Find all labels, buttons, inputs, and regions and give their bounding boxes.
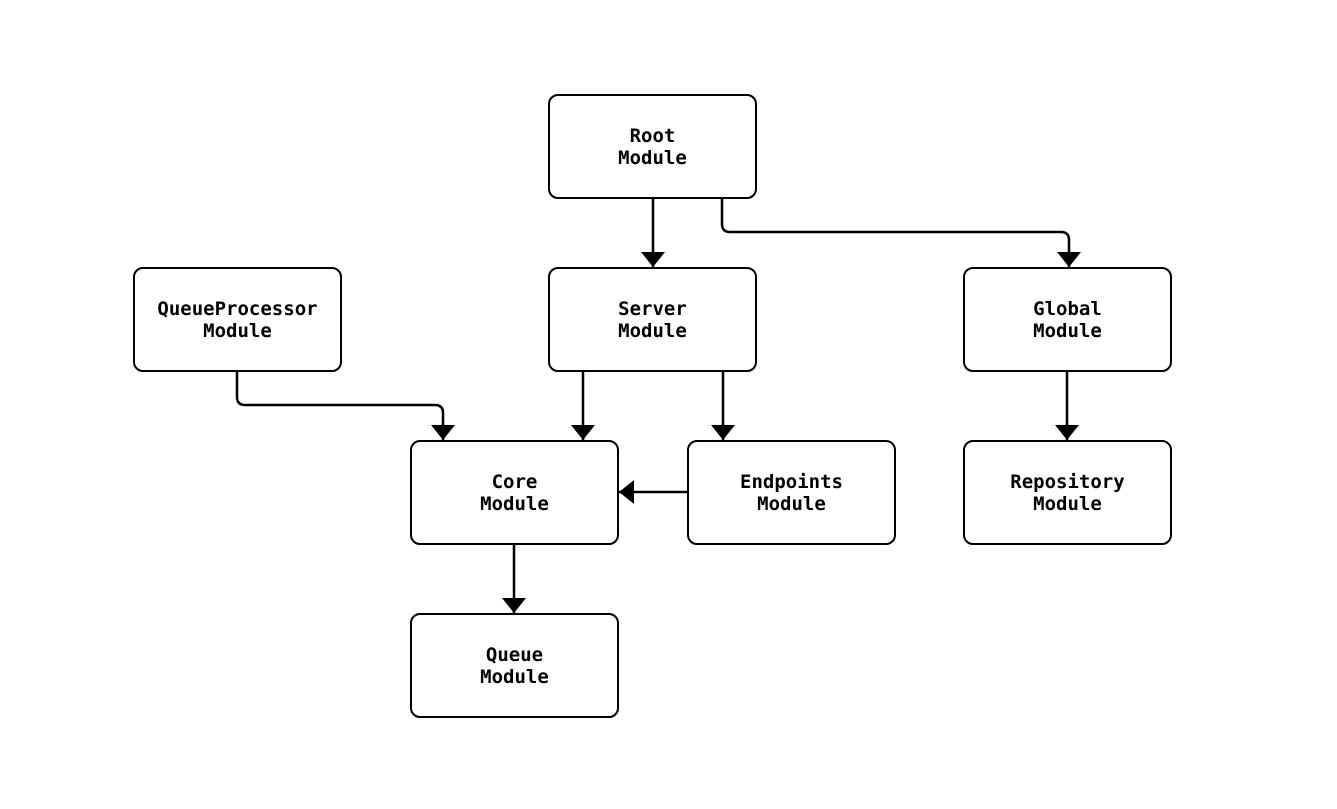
node-label-line: Module [618, 146, 687, 169]
node-label-line: Global [1033, 297, 1102, 320]
node-label-line: Module [757, 492, 826, 515]
node-label-line: Module [1033, 492, 1102, 515]
node-label-line: Module [480, 492, 549, 515]
node-label-line: Server [618, 297, 687, 320]
node-label-line: Repository [1010, 470, 1125, 493]
edge-queueprocessor-to-core [235, 372, 455, 440]
node-label-line: QueueProcessor [157, 297, 318, 320]
node-label-line: Queue [485, 643, 544, 666]
node-label-line: Module [203, 319, 272, 342]
edge-root-to-global [720, 199, 1081, 267]
node-label-line: Module [618, 319, 687, 342]
node-label-line: Root [629, 124, 676, 147]
node-label-line: Endpoints [740, 470, 843, 493]
node-label-line: Module [1033, 319, 1102, 342]
node-label-line: Module [480, 665, 549, 688]
node-label-line: Core [491, 470, 538, 493]
